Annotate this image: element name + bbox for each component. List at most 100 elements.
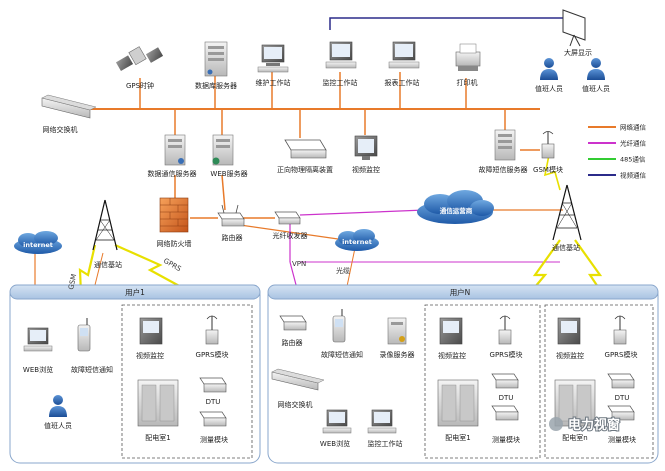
usern-sub1-video-monitor-icon [439, 317, 463, 345]
usern-sub2-gprs-module-label: GPRS模块 [605, 350, 638, 359]
gps-clock-label: GPS时钟 [126, 81, 154, 90]
database-server-label: 数据库服务器 [195, 81, 237, 90]
user1-gprs-module-label: GPRS模块 [196, 350, 229, 359]
substation-n1-dashed-box [424, 304, 541, 459]
legend-label-3: 视频通信 [620, 171, 647, 180]
usern-sub2-measure-module-label: 测量模块 [608, 435, 636, 444]
usern-monitor-workstation-icon [367, 409, 397, 434]
internet-b-label: internet [342, 238, 372, 246]
duty-staff-a-label: 值班人员 [535, 84, 563, 93]
maintenance-workstation-icon [257, 44, 289, 73]
printer-icon [455, 43, 481, 71]
optical-transceiver-label: 光纤收发器 [273, 231, 308, 240]
internet-cloud-a [14, 231, 62, 254]
usern-sub2-substation-label: 配电室n [562, 433, 587, 442]
fault-sms-server-label: 故障短信服务器 [479, 165, 528, 174]
usern-network-switch-label: 网络交换机 [278, 400, 313, 409]
web-server-icon [212, 134, 234, 166]
isolation-device-label: 正向物理隔离装置 [277, 165, 333, 174]
substation-n2-dashed-box [544, 304, 654, 459]
gsm-module-label: GSM模块 [533, 165, 563, 174]
usern-sub1-measure-module-label: 测量模块 [492, 435, 520, 444]
telecom-operator-label: 通信运营商 [440, 206, 473, 215]
firewall-label: 网络防火墙 [157, 239, 192, 248]
big-screen-label: 大屏显示 [564, 48, 592, 57]
usern-sub1-dtu-label: DTU [499, 394, 514, 402]
usern-sub1-gprs-module-icon [498, 315, 512, 345]
firewall-icon [159, 197, 189, 233]
video-monitor-top-label: 视频监控 [352, 165, 380, 174]
usern-web-browse-label: WEB浏览 [320, 439, 350, 448]
monitor-workstation-icon [325, 41, 357, 69]
usern-monitor-workstation-label: 监控工作站 [368, 439, 403, 448]
duty-staff-b-icon [587, 58, 605, 80]
usern-network-switch-icon [271, 368, 325, 391]
gps-clock-satellite-icon [115, 46, 164, 71]
telecom-operator-cloud [417, 190, 494, 224]
user1-duty-staff-label: 值班人员 [44, 421, 72, 430]
web-server-label: WEB服务器 [210, 169, 247, 178]
comm-station-left-label: 通信基站 [94, 260, 122, 269]
internet-cloud-b [335, 229, 379, 251]
user1-measure-module-icon [199, 411, 227, 427]
usern-sub1-video-monitor-label: 视频监控 [438, 351, 466, 360]
user1-web-browse-icon [23, 327, 53, 352]
watermark: 电力视窗 [549, 416, 621, 434]
monitor-workstation-label: 监控工作站 [323, 78, 358, 87]
user1-dtu-label: DTU [206, 398, 221, 406]
comm-tower-right-icon [552, 184, 582, 241]
user-1-region: 用户1 [9, 284, 261, 464]
user1-gprs-module-icon [205, 315, 219, 345]
router-icon [217, 204, 245, 227]
usern-sub1-measure-module-icon [491, 405, 519, 421]
comm-tower-left-icon [92, 199, 118, 251]
usern-sub1-substation-label: 配电室1 [445, 433, 470, 442]
usern-sub2-video-monitor-icon [557, 317, 581, 345]
report-workstation-icon [388, 41, 420, 69]
watermark-logo-icon [549, 417, 563, 431]
vpn-link-label: VPN [292, 260, 306, 268]
fault-sms-server-icon [494, 129, 516, 161]
user1-dtu-icon [199, 377, 227, 393]
usern-router-icon [279, 315, 307, 331]
comm-station-right-label: 通信基站 [552, 243, 580, 252]
user-1-title: 用户1 [125, 287, 145, 297]
fiber-link-label: 光缆 [336, 266, 350, 275]
user1-video-monitor-icon [139, 317, 163, 345]
video-monitor-top-icon [354, 135, 378, 160]
usern-sub2-dtu-label: DTU [615, 394, 630, 402]
usern-sub2-gprs-module-icon [613, 315, 627, 345]
printer-label: 打印机 [457, 78, 478, 87]
usern-sub1-gprs-module-label: GPRS模块 [490, 350, 523, 359]
usern-sub2-measure-module-icon [607, 405, 635, 421]
user1-substation-label: 配电室1 [145, 433, 170, 442]
legend-label-0: 网络通信 [620, 123, 647, 132]
isolation-device-icon [284, 139, 327, 159]
usern-web-browse-icon [322, 409, 352, 434]
user1-measure-module-label: 测量模块 [200, 435, 228, 444]
router-label: 路由器 [222, 233, 243, 242]
legend-label-2: 485通信 [620, 155, 646, 164]
user-n-title: 用户N [450, 287, 471, 297]
legend-label-1: 光纤通信 [620, 139, 647, 148]
user1-fault-sms-label: 故障短信通知 [71, 365, 113, 374]
optical-transceiver-icon [274, 211, 301, 225]
internet-a-label: internet [23, 241, 53, 249]
report-workstation-label: 报表工作站 [385, 78, 420, 87]
user1-duty-staff-icon [49, 395, 67, 417]
user1-substation-cabinet-icon [137, 379, 179, 427]
data-comm-server-label: 数据通信服务器 [148, 169, 197, 178]
usern-sub2-video-monitor-label: 视频监控 [556, 351, 584, 360]
gsm-module-icon [541, 131, 555, 159]
big-screen-display-icon [562, 9, 586, 47]
user1-web-browse-label: WEB浏览 [23, 365, 53, 374]
usern-recorder-server-icon [387, 317, 407, 345]
usern-recorder-label: 录像服务器 [380, 350, 415, 359]
usern-fault-sms-phone-icon [332, 309, 346, 343]
duty-staff-a-icon [540, 58, 558, 80]
substation-1-dashed-box [121, 304, 253, 459]
maintenance-workstation-label: 维护工作站 [256, 78, 291, 87]
gsm-link-label: GSM [67, 273, 78, 290]
